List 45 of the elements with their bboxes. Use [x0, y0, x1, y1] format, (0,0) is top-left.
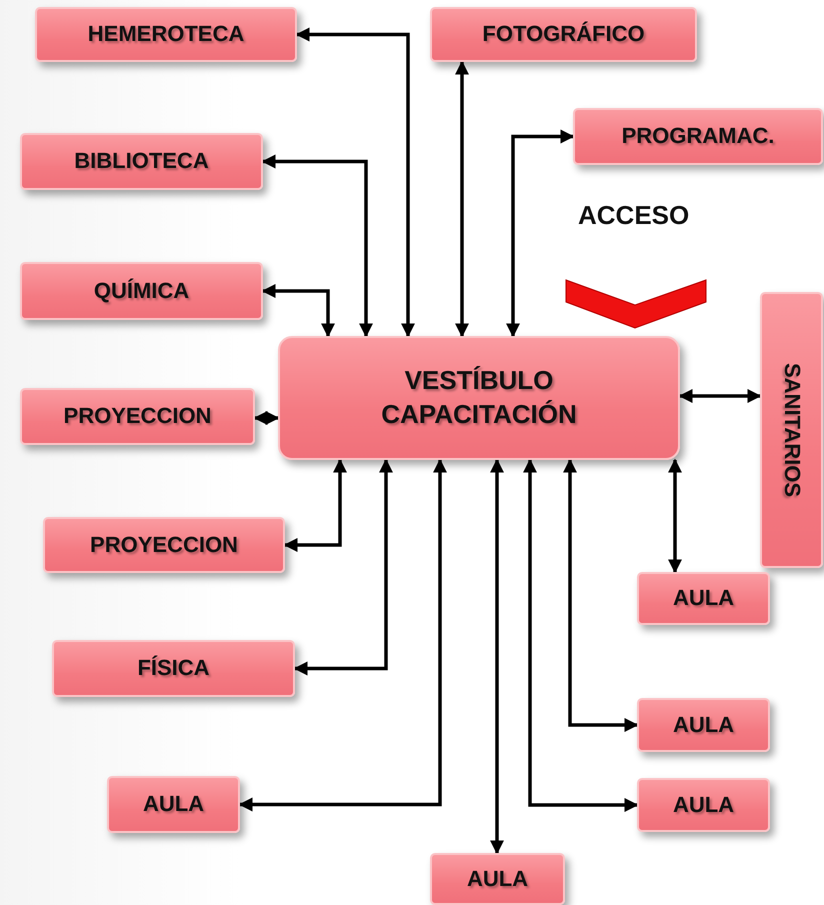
arrow — [262, 284, 335, 338]
room-box — [278, 336, 680, 460]
room-box — [35, 7, 297, 62]
room-box — [430, 853, 565, 905]
room-name: FÍSICA — [137, 654, 210, 682]
room-box — [760, 292, 823, 568]
room-name: PROYECCION — [64, 402, 212, 430]
room-box — [20, 133, 263, 190]
arrow — [506, 130, 574, 338]
arrow — [523, 458, 638, 812]
room-box — [52, 640, 295, 697]
arrow — [668, 458, 682, 574]
arrow — [563, 458, 638, 732]
room-name: AULA — [142, 790, 204, 818]
room-box — [43, 517, 285, 573]
arrow — [294, 458, 393, 676]
room-box — [107, 776, 240, 833]
room-box — [20, 262, 263, 320]
room-name: BIBLIOTECA — [74, 147, 209, 176]
arrow — [678, 389, 762, 403]
room-box — [20, 388, 255, 445]
room-name: AULA — [672, 790, 734, 819]
room-box — [430, 7, 697, 62]
arrow — [262, 154, 373, 338]
room-name: AULA — [672, 584, 734, 612]
room-name: PROGRAMAC. — [622, 122, 774, 150]
arrow — [284, 458, 347, 552]
arrow — [490, 458, 504, 854]
room-box — [637, 572, 770, 625]
room-name: FOTOGRÁFICO — [482, 20, 645, 48]
room-name: AULA — [466, 864, 528, 893]
room-name: VESTÍBULO CAPACITACIÓN — [380, 364, 578, 431]
room-name: SANITARIOS — [778, 362, 806, 498]
room-box — [573, 108, 823, 165]
room-box — [637, 778, 770, 832]
room-name: HEMEROTECA — [88, 20, 244, 48]
arrow — [238, 458, 447, 812]
arrow — [254, 411, 280, 425]
room-name: QUÍMICA — [94, 276, 190, 305]
arrow — [296, 28, 415, 338]
arrow — [455, 60, 469, 338]
room-name: PROYECCION — [90, 530, 238, 559]
access-label: ACCESO — [578, 200, 690, 231]
room-box — [637, 698, 770, 752]
room-name: AULA — [672, 710, 734, 739]
